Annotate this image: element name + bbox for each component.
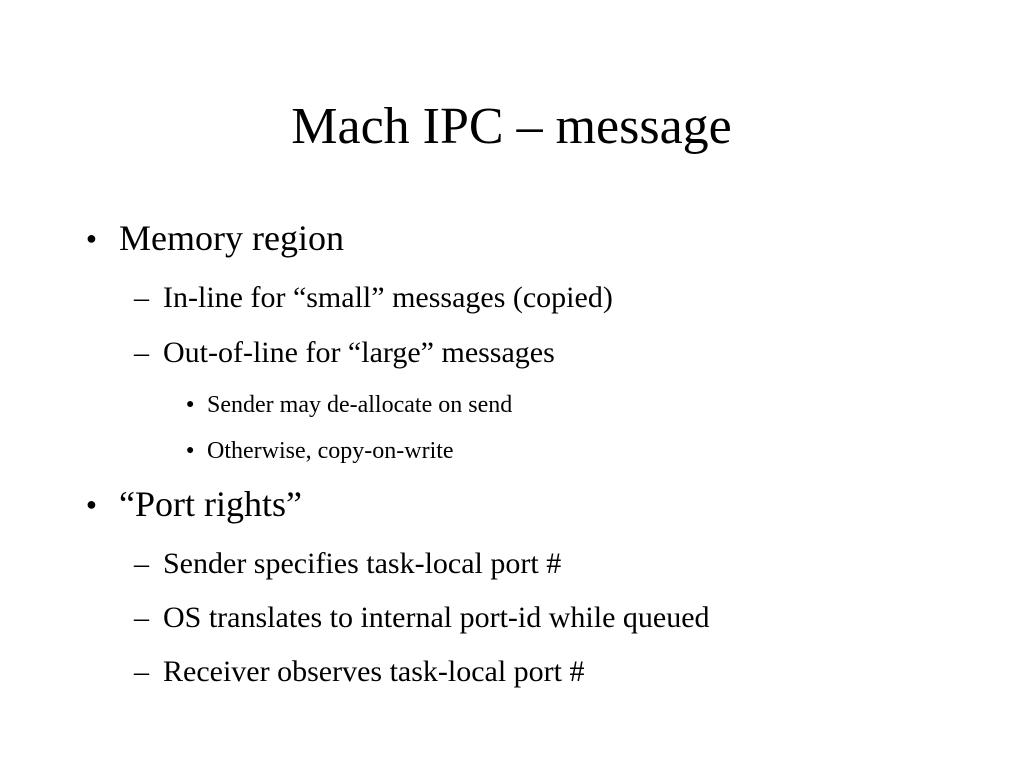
bullet-port-rights: ● “Port rights” — [86, 482, 302, 526]
bullet-dot-icon: ● — [86, 228, 97, 248]
dash-icon: – — [134, 336, 149, 369]
dash-icon: – — [134, 655, 149, 688]
bullet-text: Memory region — [119, 218, 344, 258]
bullet-dot-icon: ● — [186, 397, 195, 412]
slide-title: Mach IPC – message — [291, 98, 732, 155]
sub-bullet-in-line: – In-line for “small” messages (copied) — [134, 280, 613, 316]
sub-bullet-text: In-line for “small” messages (copied) — [163, 281, 613, 314]
dash-icon: – — [134, 547, 149, 580]
dash-icon: – — [134, 281, 149, 314]
sub-sub-bullet-dealloc: ● Sender may de-allocate on send — [186, 390, 512, 420]
sub-sub-bullet-text: Sender may de-allocate on send — [207, 392, 513, 418]
sub-sub-bullet-cow: ● Otherwise, copy-on-write — [186, 436, 454, 466]
sub-bullet-out-of-line: – Out-of-line for “large” messages — [134, 335, 555, 371]
sub-bullet-sender-specifies: – Sender specifies task-local port # — [134, 546, 561, 582]
bullet-dot-icon: ● — [186, 443, 195, 458]
dash-icon: – — [134, 601, 149, 634]
sub-bullet-text: Sender specifies task-local port # — [163, 547, 562, 580]
bullet-text: “Port rights” — [119, 484, 302, 524]
sub-bullet-receiver-observes: – Receiver observes task-local port # — [134, 654, 585, 690]
bullet-dot-icon: ● — [86, 494, 97, 514]
sub-bullet-text: OS translates to internal port-id while … — [163, 601, 710, 634]
sub-bullet-text: Out-of-line for “large” messages — [163, 336, 555, 369]
sub-bullet-os-translates: – OS translates to internal port-id whil… — [134, 600, 710, 636]
sub-sub-bullet-text: Otherwise, copy-on-write — [207, 438, 454, 464]
sub-bullet-text: Receiver observes task-local port # — [163, 655, 585, 688]
bullet-memory-region: ● Memory region — [86, 216, 344, 260]
